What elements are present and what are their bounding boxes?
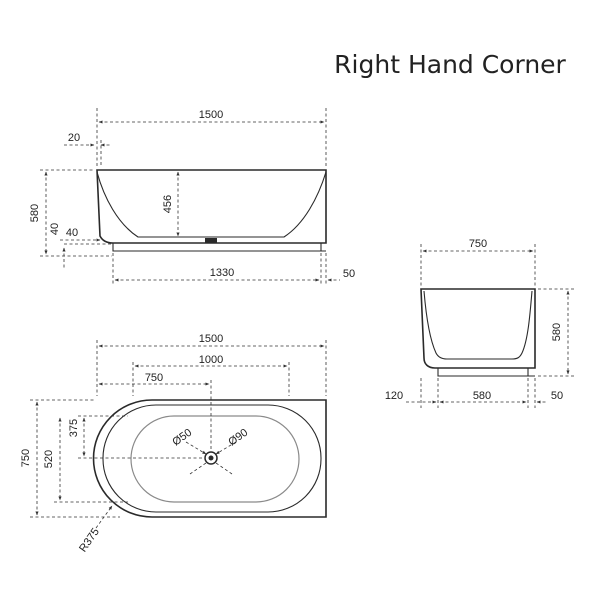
plan-waste [204, 451, 218, 465]
waste-leader-right [215, 441, 237, 455]
end-base [437, 368, 529, 377]
side-height-label: 580 [29, 204, 41, 222]
end-base-width-label: 580 [473, 390, 491, 402]
plan-bowl [130, 415, 300, 503]
side-lip-label: 20 [68, 132, 80, 144]
end-bowl-inner [423, 290, 533, 360]
side-base-offset-label: 40 [66, 227, 78, 239]
waste-leader-left [185, 441, 207, 455]
plan-radius-leader [95, 505, 113, 529]
side-base-height-label: 40 [49, 223, 61, 235]
end-elevation: 750 580 120 580 50 [385, 238, 574, 408]
end-shell-outline [420, 288, 536, 369]
plan-waste-far-label: 1000 [199, 354, 223, 366]
side-waste [205, 238, 217, 243]
plan-inner-rim [102, 404, 322, 513]
side-base-right-label: 50 [343, 268, 355, 280]
plan-view: Ø50 Ø90 1500 1000 750 750 375 520 R375 [20, 333, 327, 554]
plan-width-label: 750 [20, 449, 32, 467]
side-shell-outline [96, 169, 327, 244]
plan-radius-label: R375 [77, 526, 102, 554]
plan-length-label: 1500 [199, 333, 223, 345]
side-elevation: 1500 20 580 456 40 40 1330 50 [29, 108, 355, 285]
end-right-offset-label: 50 [551, 390, 563, 402]
waste-leader-left-b [189, 462, 207, 475]
side-base [112, 243, 322, 252]
plan-waste-near-label: 750 [145, 372, 163, 384]
side-bowl-inner [96, 171, 327, 238]
overflow-diameter-label: Ø90 [226, 427, 250, 449]
plan-inner-width-label: 520 [43, 450, 55, 468]
plan-waste-side-label: 375 [68, 419, 80, 437]
side-depth-label: 456 [162, 195, 174, 213]
side-base-length-label: 1330 [210, 267, 234, 279]
end-height-label: 580 [551, 323, 563, 341]
end-left-offset-label: 120 [385, 390, 403, 402]
drawing-title: Right Hand Corner [334, 50, 566, 79]
end-width-label: 750 [469, 238, 487, 250]
side-length-label: 1500 [199, 109, 223, 121]
plan-outer-outline [92, 399, 327, 518]
waste-leader-right-b [215, 462, 233, 475]
